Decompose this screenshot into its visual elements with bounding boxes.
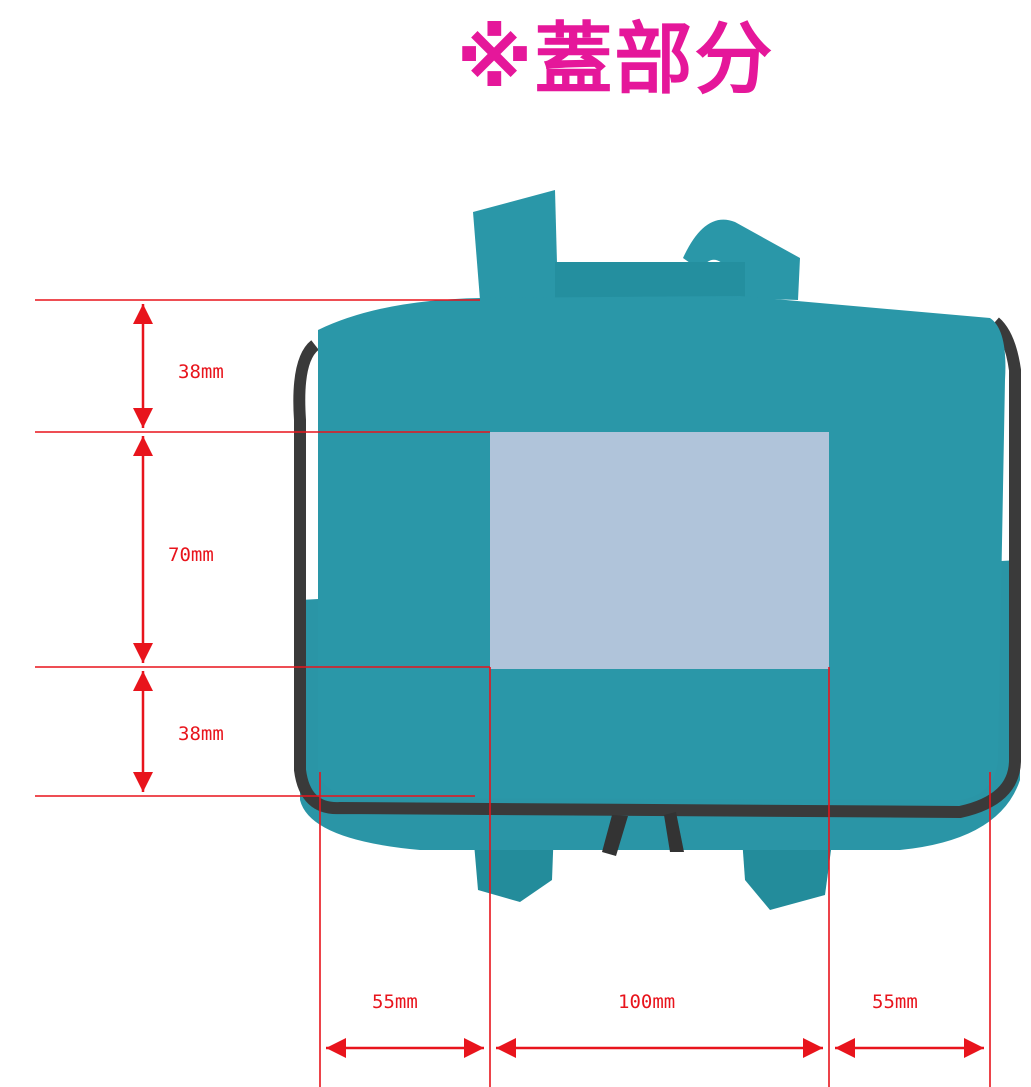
dim-label-middle: 70mm (168, 544, 214, 566)
zipper-border (293, 317, 1021, 819)
zipper-pulls (602, 812, 684, 856)
print-area (490, 432, 829, 669)
horizontal-guide-lines (35, 299, 490, 797)
top-left-handle (473, 190, 558, 300)
dim-label-top: 38mm (178, 361, 224, 383)
vertical-guide-lines (319, 667, 991, 1087)
page-title: ※蓋部分 (456, 15, 775, 105)
top-band (555, 262, 745, 300)
dim-label-center: 100mm (618, 991, 675, 1013)
dim-label-right: 55mm (872, 991, 918, 1013)
dim-label-bottom: 38mm (178, 723, 224, 745)
top-right-handle (683, 219, 800, 300)
dim-label-left: 55mm (372, 991, 418, 1013)
